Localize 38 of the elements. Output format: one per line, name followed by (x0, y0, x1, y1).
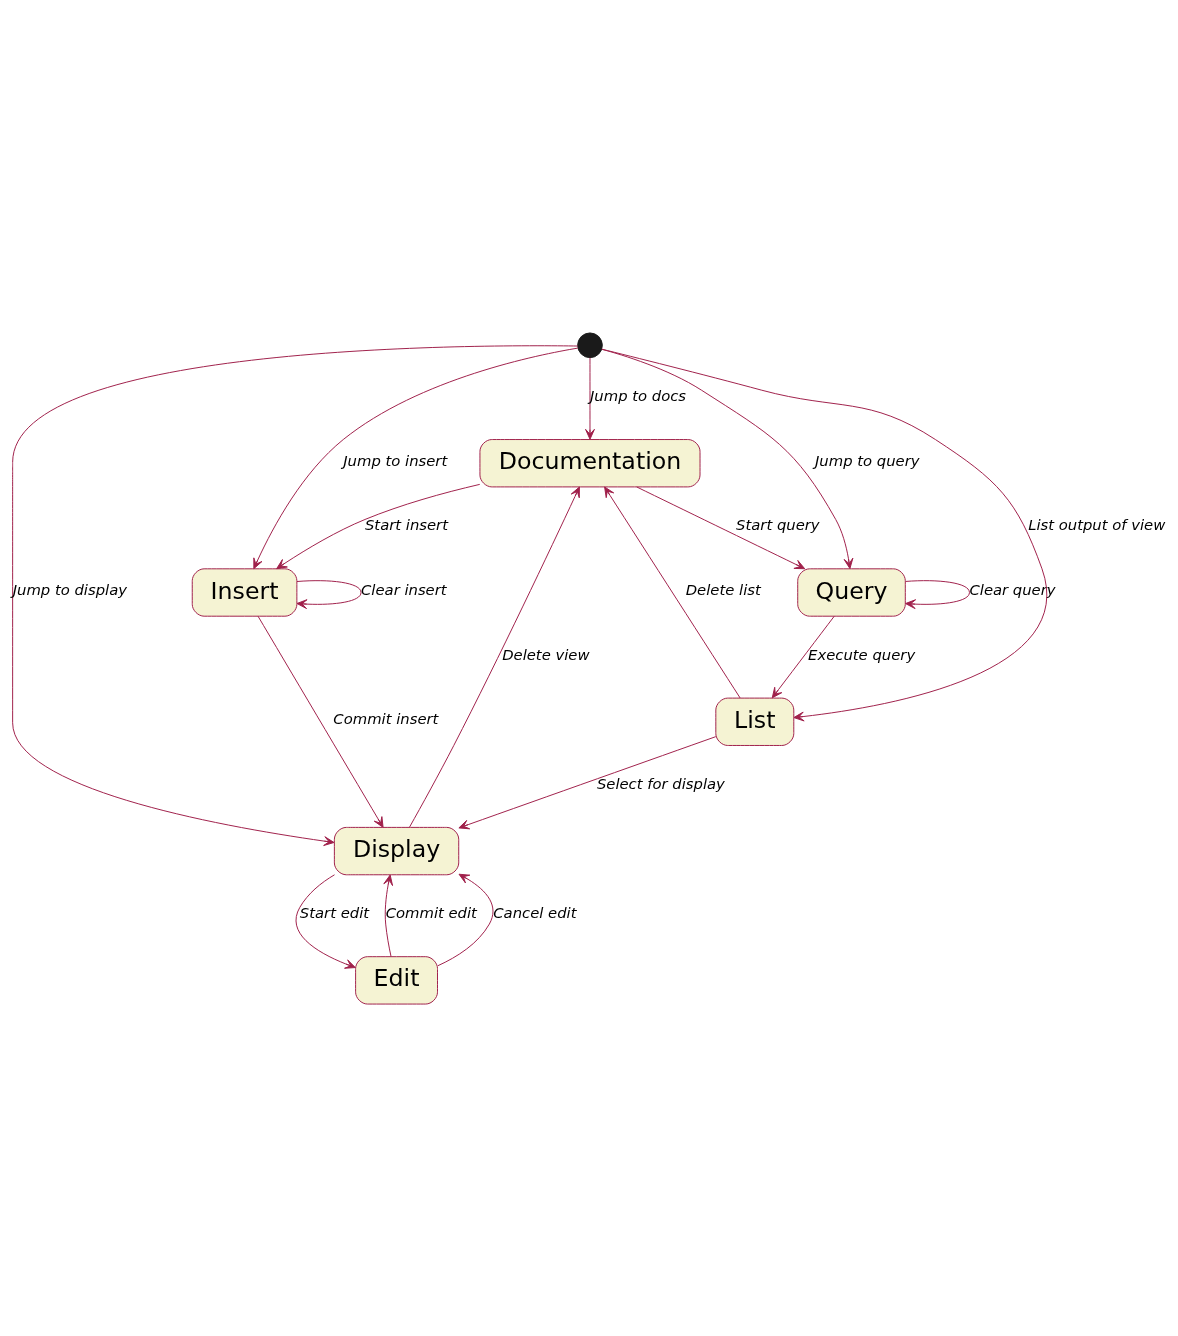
arrow (601, 348, 1048, 721)
edge-label: Jump to insert (343, 451, 448, 469)
edge-label: Execute query (808, 645, 916, 663)
edge-label: Delete view (502, 645, 590, 663)
edge-label: Jump to docs (589, 386, 687, 404)
node-box: Query (797, 567, 906, 617)
edge-label: Cancel edit (493, 903, 577, 921)
node-circle (577, 331, 603, 358)
arrow (604, 486, 741, 699)
edge-label: Start insert (364, 515, 449, 533)
arrow (276, 483, 481, 569)
edge-label: Commit insert (333, 709, 439, 727)
node-box: List (715, 697, 795, 746)
edge-label: Clear insert (361, 580, 447, 598)
arrow (458, 735, 717, 829)
edge-label: List output of view (1028, 515, 1166, 533)
arrow (253, 347, 579, 569)
arrow (905, 579, 970, 609)
edge-label: Select for display (596, 774, 725, 792)
arrow (409, 486, 580, 827)
arrow (296, 579, 362, 609)
arrow (383, 874, 394, 957)
edge-label: Start edit (299, 903, 370, 921)
edge-label: Start query (736, 515, 820, 533)
edge-label: Commit edit (385, 903, 477, 921)
arrow (601, 348, 854, 569)
node-box: Edit (355, 955, 438, 1005)
arrow (12, 344, 579, 846)
arrow (636, 485, 806, 569)
arrow (585, 356, 595, 440)
arrow (257, 615, 384, 828)
node-box: Insert (191, 567, 298, 617)
edge-label: Delete list (685, 580, 761, 598)
node-box: Documentation (479, 438, 701, 487)
node-box: Display (333, 826, 460, 875)
arrow (771, 615, 835, 698)
arrow (437, 873, 494, 966)
arrow (295, 873, 356, 969)
